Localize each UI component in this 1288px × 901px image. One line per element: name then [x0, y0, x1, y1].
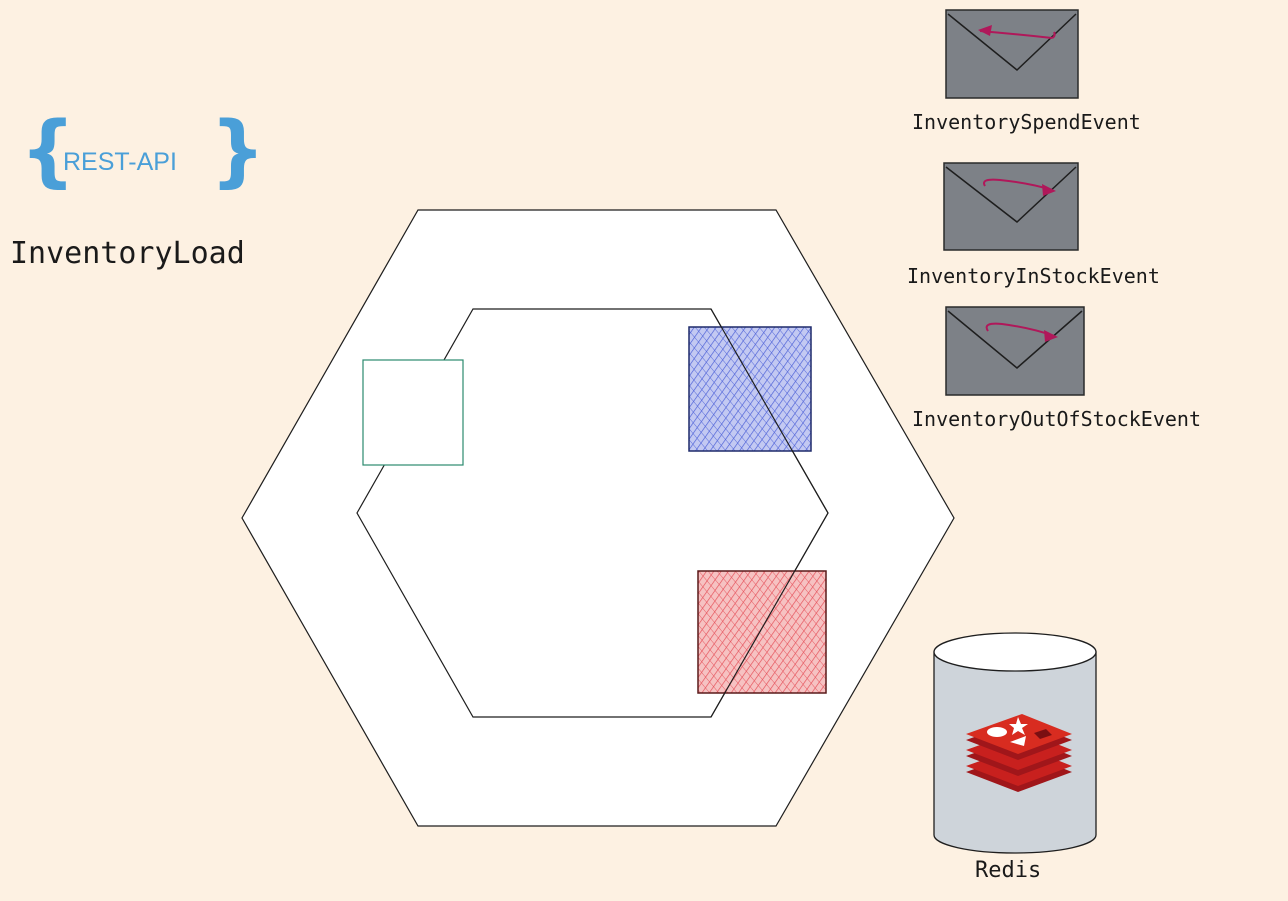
rest-api-badge: { REST-API } — [20, 112, 266, 210]
envelope-icon — [945, 9, 1079, 99]
event-label: InventorySpendEvent — [912, 110, 1141, 134]
inner-hexagon-edge — [710, 512, 829, 718]
api-adapter-box — [362, 359, 464, 466]
curly-braces-icon: { — [20, 106, 76, 196]
event-label: InventoryOutOfStockEvent — [912, 407, 1201, 431]
inner-hexagon-edge — [710, 308, 829, 514]
envelope-icon — [943, 162, 1079, 251]
envelope-icon — [945, 306, 1085, 396]
rest-api-label: REST-API — [63, 148, 177, 176]
event-adapter-box — [688, 326, 812, 452]
curly-braces-icon: } — [210, 106, 266, 196]
storage-adapter-box — [697, 570, 827, 694]
endpoint-label: InventoryLoad — [10, 236, 245, 271]
storage-label: Redis — [975, 858, 1042, 883]
redis-logo-icon — [966, 714, 1072, 792]
event-label: InventoryInStockEvent — [907, 264, 1160, 288]
